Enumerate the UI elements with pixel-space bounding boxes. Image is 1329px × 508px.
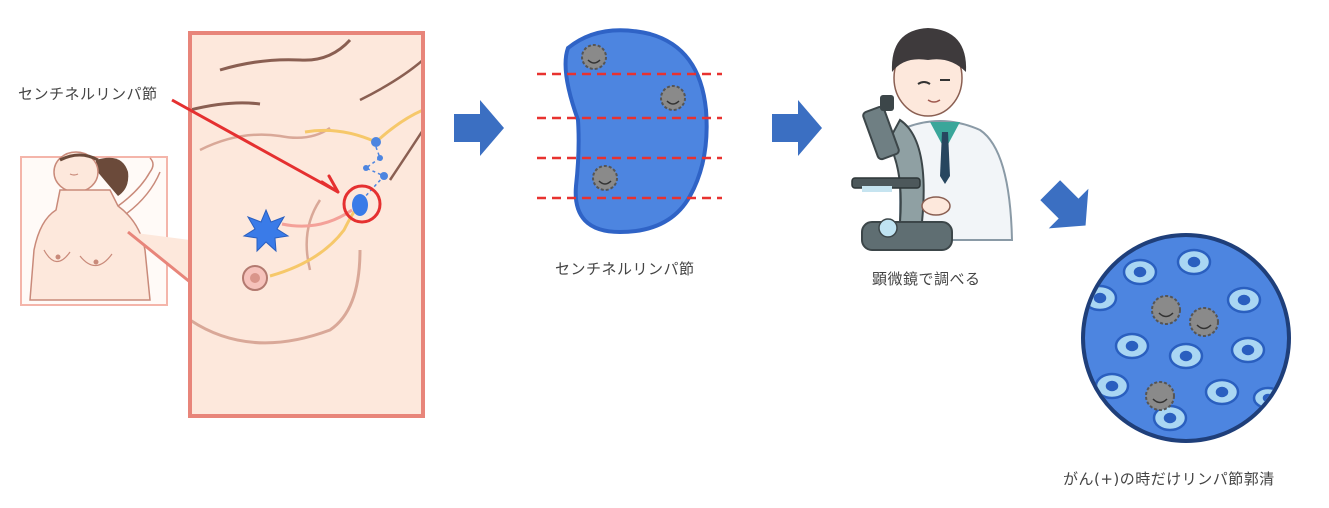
dissection-caption: がん(+)の時だけリンパ節郭清 <box>1063 470 1275 488</box>
flow-arrow-icon <box>772 100 822 156</box>
cancer-cell-icon <box>1189 307 1219 337</box>
flow-arrow-icon <box>454 100 504 156</box>
cancer-cell-icon <box>1145 381 1175 411</box>
cancer-cell-icon <box>581 44 607 70</box>
cancer-cell-icon <box>1151 295 1181 325</box>
tumor-star-icon <box>242 208 290 253</box>
cancer-cell-icon <box>592 165 618 191</box>
microscope-caption: 顕微鏡で調べる <box>872 270 981 288</box>
sentinel-callout-label: センチネルリンパ節 <box>18 85 158 103</box>
flow-arrow-icon <box>1040 180 1089 229</box>
cancer-cell-icon <box>660 85 686 111</box>
node-caption: センチネルリンパ節 <box>555 260 695 278</box>
